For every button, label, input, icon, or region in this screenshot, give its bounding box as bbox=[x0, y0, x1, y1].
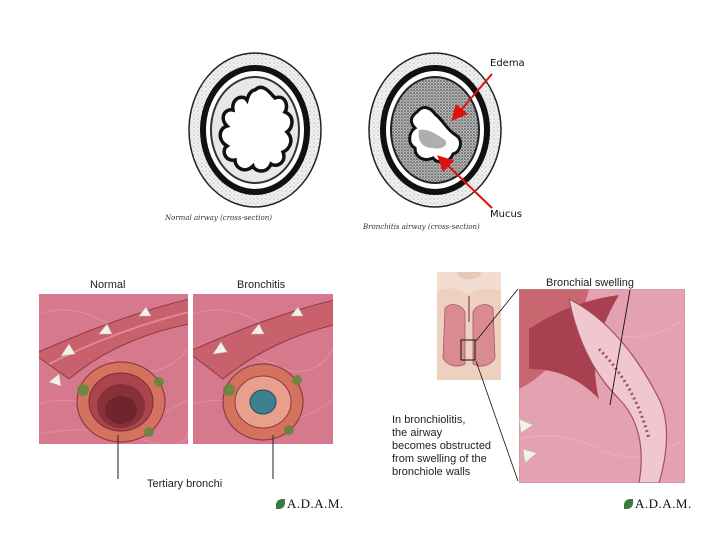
bronchiolitis-description: In bronchiolitis, the airway becomes obs… bbox=[392, 414, 491, 479]
bronchitis-bronchi-illustration bbox=[193, 294, 333, 444]
bronchial-swelling-label: Bronchial swelling bbox=[546, 277, 635, 289]
description-line: from swelling of the bbox=[392, 453, 487, 465]
normal-label: Normal bbox=[90, 279, 126, 291]
tertiary-bronchi-pointer-lines bbox=[117, 435, 274, 479]
description-line: the airway bbox=[392, 427, 443, 439]
torso-lungs-inset bbox=[437, 272, 501, 380]
swelling-pointer bbox=[609, 290, 631, 406]
mucus-label: Mucus bbox=[490, 209, 523, 220]
bronchitis-airway-caption: Bronchitis airway (cross-section) bbox=[363, 223, 480, 231]
bronchus-tube bbox=[193, 299, 333, 380]
annotation-arrows bbox=[437, 73, 493, 209]
bronchitis-label: Bronchitis bbox=[237, 279, 286, 291]
edema-arrow bbox=[451, 73, 493, 122]
adam-logo-right: A.D.A.M. bbox=[624, 496, 692, 512]
edema-label: Edema bbox=[490, 58, 525, 69]
bronchiole-closeup bbox=[519, 289, 685, 483]
left-lung bbox=[442, 304, 466, 367]
zoom-box bbox=[460, 339, 476, 361]
description-line: becomes obstructed bbox=[392, 440, 492, 452]
narrowed-lumen bbox=[249, 389, 277, 415]
logo-text: A.D.A.M. bbox=[635, 496, 692, 511]
logo-text: A.D.A.M. bbox=[287, 496, 344, 511]
right-lung bbox=[472, 304, 496, 367]
leaf-icon bbox=[624, 499, 633, 509]
adam-logo-left: A.D.A.M. bbox=[276, 496, 344, 512]
bronchus-tube bbox=[39, 298, 188, 380]
normal-airway-cross-section bbox=[188, 52, 322, 208]
normal-airway-caption: Normal airway (cross-section) bbox=[165, 214, 272, 222]
leaf-icon bbox=[276, 499, 285, 509]
mucus bbox=[418, 129, 447, 149]
tertiary-bronchi-label: Tertiary bronchi bbox=[147, 478, 223, 490]
bronchitis-airway-cross-section bbox=[368, 52, 502, 208]
folded-mucosa bbox=[218, 85, 294, 173]
description-line: In bronchiolitis, bbox=[392, 414, 466, 426]
swollen-bronchiole-wall bbox=[568, 297, 668, 483]
mucus-arrow bbox=[437, 155, 493, 209]
zoom-connector-lines bbox=[475, 288, 519, 482]
normal-bronchi-illustration bbox=[39, 294, 188, 444]
description-line: bronchiole walls bbox=[392, 466, 471, 478]
